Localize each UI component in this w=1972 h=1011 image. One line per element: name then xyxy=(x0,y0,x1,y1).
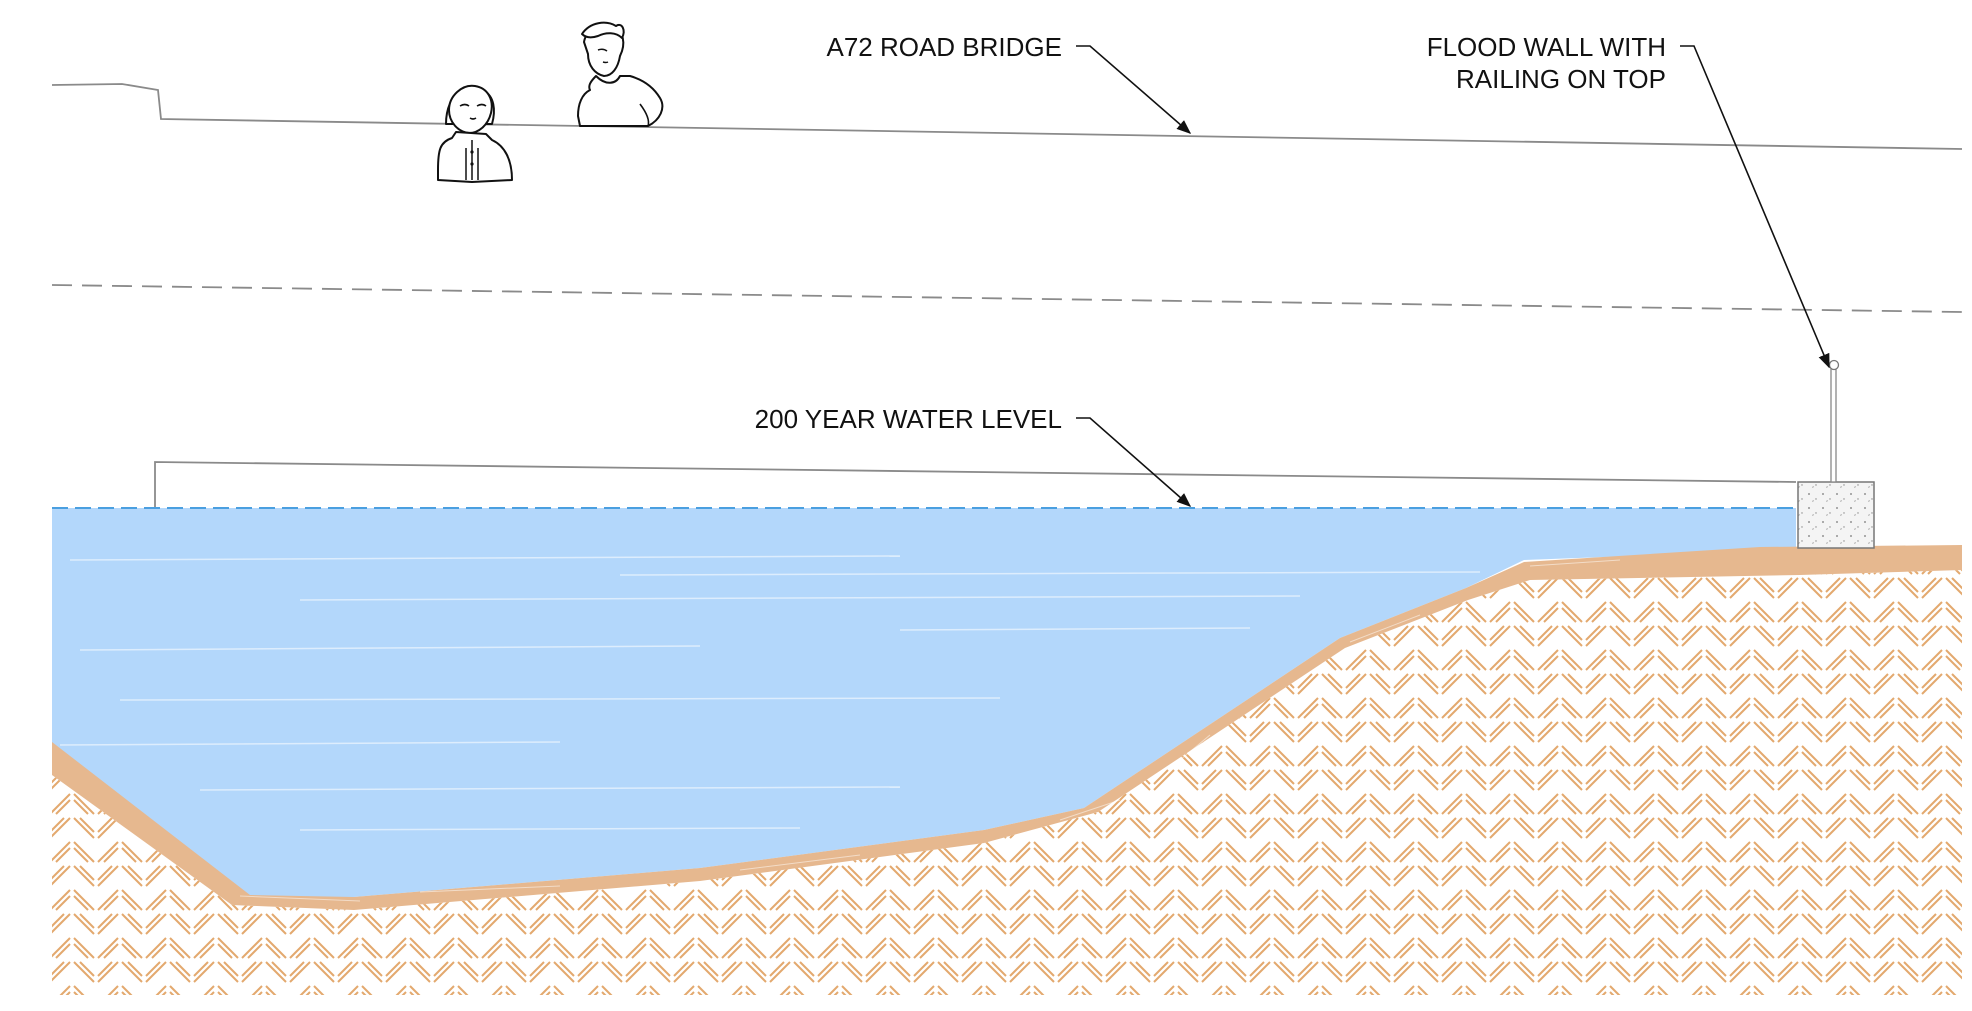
water-level-label: 200 YEAR WATER LEVEL xyxy=(755,404,1062,434)
bridge-deck-line xyxy=(51,83,1963,150)
flood-wall-label-line1: FLOOD WALL WITH xyxy=(1427,32,1666,62)
bridge-soffit-outline xyxy=(154,461,1797,507)
label-road-bridge: A72 ROAD BRIDGE xyxy=(826,32,1192,134)
label-water-level: 200 YEAR WATER LEVEL xyxy=(755,404,1192,507)
flood-wall-label-line2: RAILING ON TOP xyxy=(1456,64,1666,94)
ground-soil xyxy=(52,570,1962,995)
road-bridge-label: A72 ROAD BRIDGE xyxy=(826,32,1062,62)
railing-top xyxy=(1828,359,1840,371)
embankment-texture xyxy=(239,559,1621,902)
dashed-reference-line xyxy=(51,284,1963,313)
person-woman-icon xyxy=(437,84,513,183)
flood-wall-concrete xyxy=(1797,481,1875,549)
label-flood-wall: FLOOD WALL WITH RAILING ON TOP xyxy=(1427,32,1830,369)
flood-wall-leader xyxy=(1680,45,1830,369)
water-ripples xyxy=(59,555,1481,831)
person-man-icon xyxy=(577,21,664,127)
river-water xyxy=(52,508,1796,897)
water-level-leader xyxy=(1076,417,1192,507)
railing-post xyxy=(1830,367,1837,483)
flood-wall xyxy=(1797,359,1875,549)
road-bridge-leader xyxy=(1076,45,1192,134)
